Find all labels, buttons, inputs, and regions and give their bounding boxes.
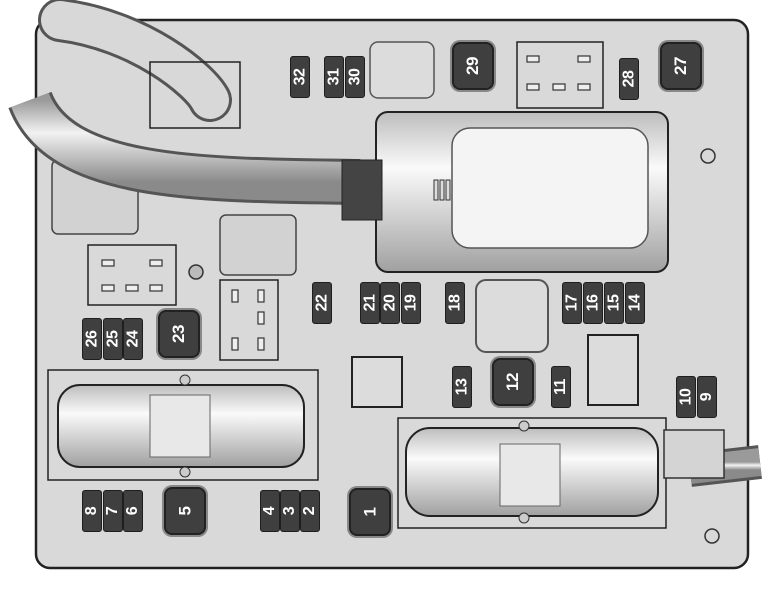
fuse-6: 6 [123, 490, 143, 532]
fuse-28: 28 [619, 58, 639, 100]
fuse-label: 3 [281, 506, 298, 516]
fuse-4: 4 [260, 490, 280, 532]
fuse-25: 25 [103, 318, 123, 360]
fuse-label: 2 [301, 506, 318, 516]
fuse-1: 1 [349, 488, 391, 536]
fuse-label: 8 [83, 506, 100, 516]
fuse-label: 10 [676, 388, 694, 406]
fuse-label: 1 [360, 507, 379, 517]
fuse-label: 31 [324, 68, 342, 86]
fuse-29: 29 [452, 42, 494, 90]
fuse-30: 30 [345, 56, 365, 98]
fuse-label: 11 [551, 379, 569, 395]
fuse-label: 26 [82, 330, 100, 348]
fuse-5: 5 [164, 487, 206, 535]
fuse-18: 18 [445, 282, 465, 324]
fuse-label: 15 [604, 294, 622, 312]
relay-socket [516, 41, 604, 109]
fuse-21: 21 [360, 282, 380, 324]
fuse-17: 17 [562, 282, 582, 324]
fuse-11: 11 [551, 366, 571, 408]
fuse-label: 28 [619, 70, 637, 88]
fuse-19: 19 [401, 282, 421, 324]
fuse-32: 32 [290, 56, 310, 98]
relay-slot [475, 279, 549, 353]
fuse-23: 23 [158, 310, 200, 358]
fuse-label: 25 [103, 330, 121, 348]
fuse-9: 9 [697, 376, 717, 418]
fuse-label: 17 [562, 294, 580, 312]
fuse-label: 21 [360, 294, 378, 312]
fuse-label: 12 [502, 373, 522, 391]
fuse-label: 14 [625, 294, 643, 312]
fuse-7: 7 [103, 490, 123, 532]
fuse-label: 16 [583, 294, 601, 312]
fuse-label: 19 [401, 294, 419, 312]
fuse-10: 10 [676, 376, 696, 418]
fuse-3: 3 [280, 490, 300, 532]
fuse-13: 13 [452, 366, 472, 408]
fuse-label: 23 [168, 325, 188, 343]
fuse-12: 12 [492, 358, 534, 406]
fuse-16: 16 [583, 282, 603, 324]
fuse-label: 32 [290, 68, 308, 86]
relay-socket [87, 244, 177, 306]
fuse-label: 30 [345, 68, 363, 86]
fuse-15: 15 [604, 282, 624, 324]
fuse-8: 8 [82, 490, 102, 532]
fuse-label: 24 [123, 330, 141, 348]
fuse-31: 31 [324, 56, 344, 98]
fuse-label: 13 [452, 378, 470, 396]
fuse-26: 26 [82, 318, 102, 360]
fuse-label: 18 [445, 294, 463, 312]
fuse-27: 27 [660, 42, 702, 90]
fuse-20: 20 [380, 282, 400, 324]
relay-socket [219, 279, 279, 361]
relay-slot [219, 214, 297, 276]
fuse-label: 9 [698, 392, 715, 402]
fuse-label: 4 [261, 506, 278, 516]
fuse-label: 7 [104, 506, 121, 516]
fuse-2: 2 [300, 490, 320, 532]
fuse-label: 5 [175, 506, 194, 516]
relay-slot [369, 41, 435, 99]
fuse-label: 22 [312, 294, 330, 312]
relay-slot [351, 356, 403, 408]
fuse-22: 22 [312, 282, 332, 324]
fuse-24: 24 [123, 318, 143, 360]
fuse-label: 29 [462, 57, 482, 75]
fuse-label: 20 [380, 294, 398, 312]
fuse-14: 14 [625, 282, 645, 324]
fuse-label: 6 [124, 506, 141, 516]
fuse-label: 27 [670, 57, 690, 75]
relay-slot [587, 334, 639, 406]
